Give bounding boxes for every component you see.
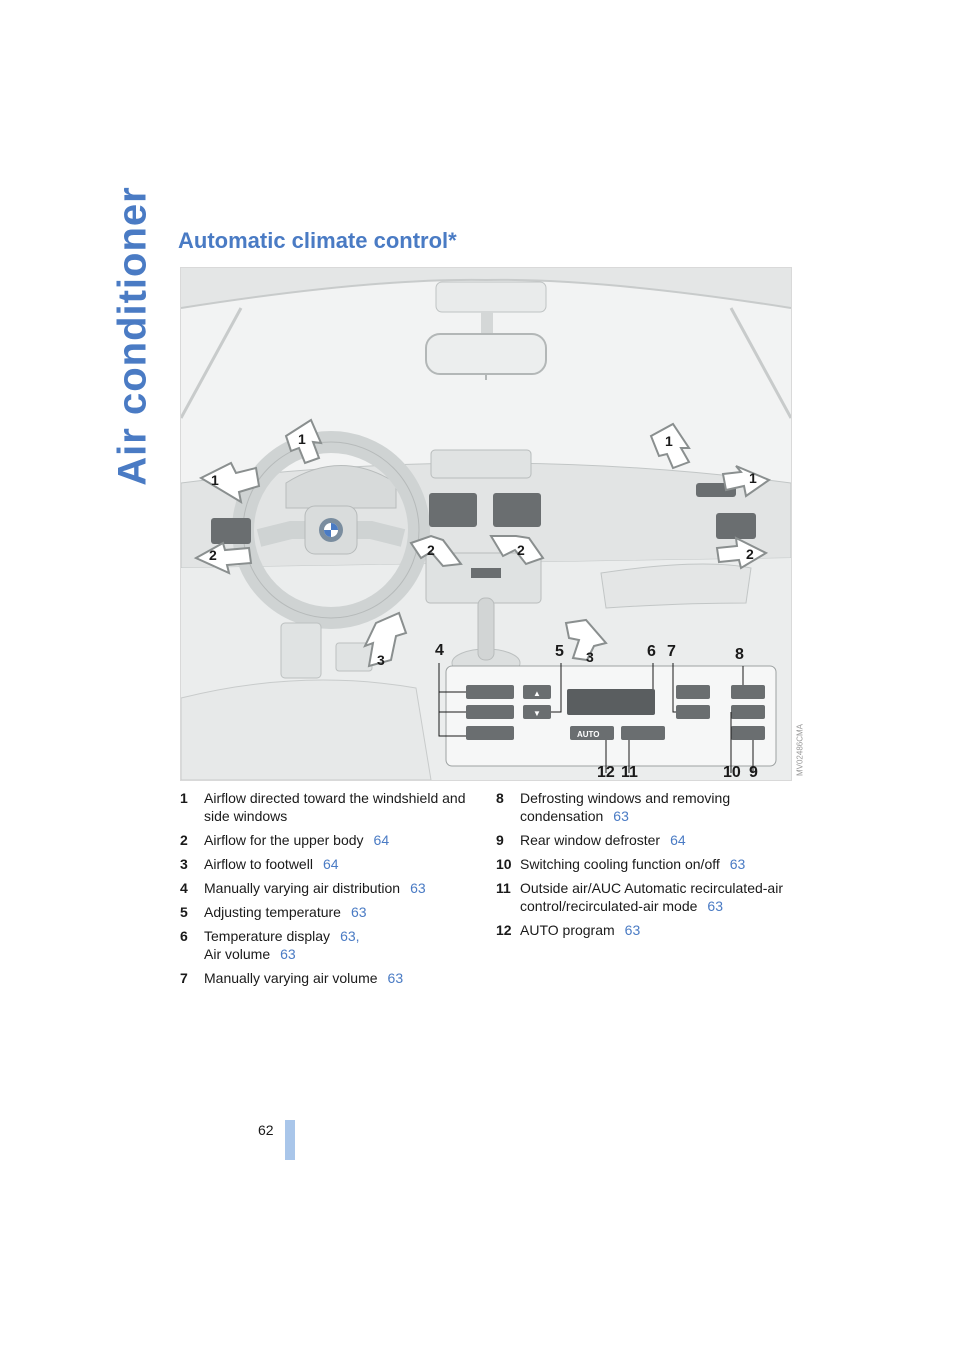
page-ref-link[interactable]: 63, <box>340 928 360 944</box>
svg-text:2: 2 <box>209 547 217 563</box>
auto-button-label: AUTO <box>577 730 600 739</box>
callout-10: 10 <box>723 764 741 780</box>
section-title: Air conditioner <box>110 186 155 486</box>
callout-11: 11 <box>621 764 638 780</box>
page-ref-link[interactable]: 64 <box>322 856 339 872</box>
svg-text:1: 1 <box>665 433 673 449</box>
figure-id: MV02486CMA <box>795 723 805 777</box>
svg-text:▼: ▼ <box>533 709 541 718</box>
svg-text:3: 3 <box>377 652 385 668</box>
svg-text:1: 1 <box>211 472 219 488</box>
page-ref-link[interactable]: 64 <box>373 832 390 848</box>
svg-text:2: 2 <box>427 542 435 558</box>
callout-9: 9 <box>749 764 758 780</box>
page-ref-link[interactable]: 63 <box>707 898 723 914</box>
page-heading: Automatic climate control* <box>178 228 457 253</box>
callout-4: 4 <box>435 642 444 659</box>
svg-text:▲: ▲ <box>533 689 541 698</box>
page-ref-link[interactable]: 63 <box>280 946 296 962</box>
page-ref-link[interactable]: 63 <box>410 880 426 896</box>
callout-8: 8 <box>735 646 744 663</box>
page-ref-link[interactable]: 63 <box>729 856 746 872</box>
page-ref-link[interactable]: 64 <box>670 832 686 848</box>
page-ref-link[interactable]: 63 <box>624 922 641 938</box>
page-ref-link[interactable]: 63 <box>387 970 404 986</box>
callout-12: 12 <box>597 764 615 780</box>
svg-text:1: 1 <box>298 431 306 447</box>
page-ref-link[interactable]: 63 <box>350 904 367 920</box>
page-number: 62 <box>258 1122 274 1138</box>
svg-text:3: 3 <box>586 649 594 665</box>
svg-text:2: 2 <box>517 542 525 558</box>
page-marker-bar <box>285 1120 295 1160</box>
callout-6: 6 <box>647 643 656 660</box>
callout-5: 5 <box>555 643 564 660</box>
callout-7: 7 <box>667 643 676 660</box>
dashboard-illustration: 1 1 2 2 2 1 1 2 3 3 <box>180 267 792 781</box>
svg-text:1: 1 <box>749 470 757 486</box>
page-ref-link[interactable]: 63 <box>613 808 629 824</box>
svg-text:2: 2 <box>746 546 754 562</box>
